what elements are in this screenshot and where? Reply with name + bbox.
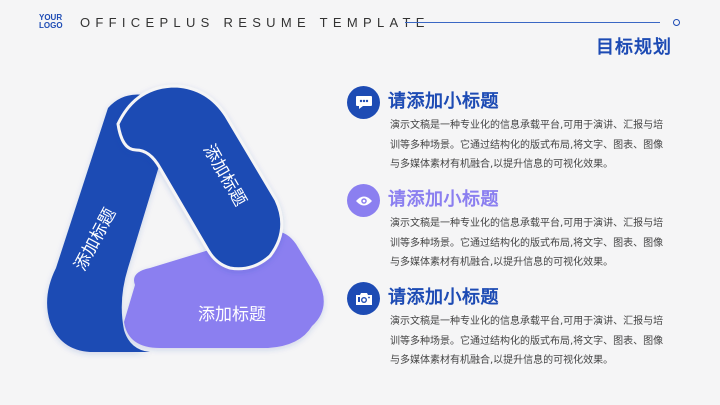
diagram-segment-left[interactable] (47, 94, 172, 353)
triangle-cycle-diagram: 添加标题 添加标题 添加标题 (47, 84, 324, 353)
chat-bubble-icon (347, 86, 380, 119)
desc-line: 演示文稿是一种专业化的信息承载平台,可用于演讲、汇报与培 (390, 218, 664, 229)
page-title: 目标规划 (596, 37, 672, 58)
desc-line: 与多媒体素材有机融合,以提升信息的可视化效果。 (390, 159, 614, 170)
header-dot (673, 19, 680, 26)
desc-line: 演示文稿是一种专业化的信息承载平台,可用于演讲、汇报与培 (390, 120, 664, 131)
camera-icon (347, 282, 380, 315)
item-title: 请添加小标题 (388, 287, 499, 308)
logo: YOUR LOGO (39, 14, 63, 30)
logo-line2: LOGO (39, 21, 63, 30)
desc-line: 训等多种场景。它通过结构化的版式布局,将文字、图表、图像 (390, 139, 664, 151)
diagram-label-bottom: 添加标题 (198, 305, 266, 325)
item-description: 演示文稿是一种专业化的信息承载平台,可用于演讲、汇报与培 训等多种场景。它通过结… (390, 214, 690, 273)
desc-line: 演示文稿是一种专业化的信息承载平台,可用于演讲、汇报与培 (390, 316, 664, 327)
desc-line: 训等多种场景。它通过结构化的版式布局,将文字、图表、图像 (390, 237, 664, 249)
diagram-segment-bottom[interactable] (124, 231, 324, 348)
desc-line: 与多媒体素材有机融合,以提升信息的可视化效果。 (390, 257, 614, 268)
item-title: 请添加小标题 (388, 189, 499, 210)
desc-line: 与多媒体素材有机融合,以提升信息的可视化效果。 (390, 355, 614, 366)
item-title: 请添加小标题 (388, 91, 499, 112)
diagram-segment-top-right[interactable] (116, 84, 284, 271)
logo-line1: YOUR (39, 13, 63, 22)
item-description: 演示文稿是一种专业化的信息承载平台,可用于演讲、汇报与培 训等多种场景。它通过结… (390, 312, 690, 371)
desc-line: 训等多种场景。它通过结构化的版式布局,将文字、图表、图像 (390, 335, 664, 347)
brand-title: OFFICEPLUS RESUME TEMPLATE (80, 15, 430, 30)
eye-icon (347, 184, 380, 217)
header-divider (405, 22, 660, 23)
item-description: 演示文稿是一种专业化的信息承载平台,可用于演讲、汇报与培 训等多种场景。它通过结… (390, 116, 690, 175)
